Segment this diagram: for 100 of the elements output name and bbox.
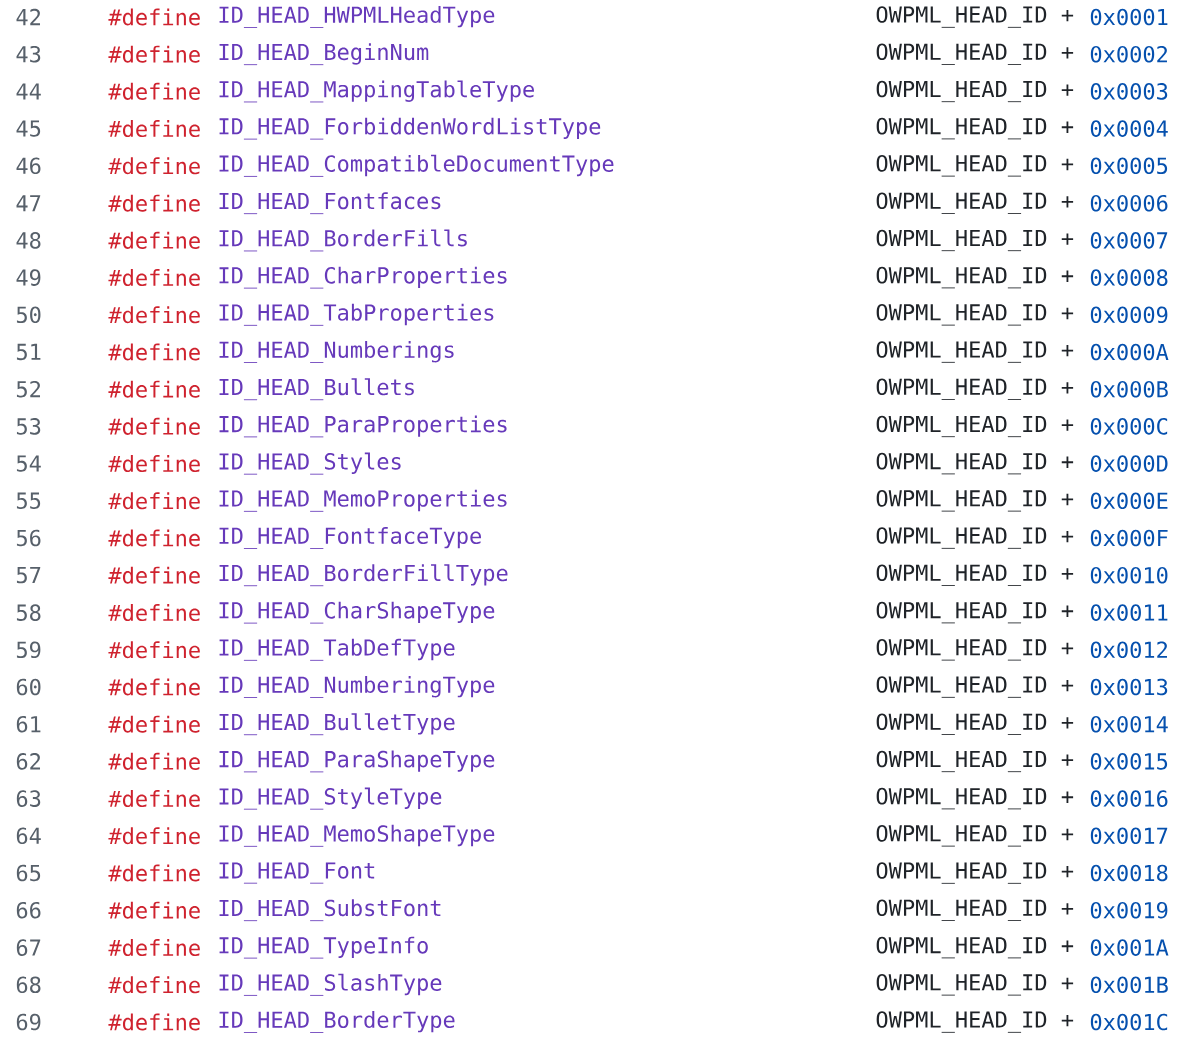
macro-name: ID_HEAD_TabDefType xyxy=(219,638,455,661)
macro-name: ID_HEAD_ForbiddenWordListType xyxy=(219,117,601,140)
macro-name: ID_HEAD_SlashType xyxy=(219,973,442,996)
macro-name: ID_HEAD_TabProperties xyxy=(219,303,494,326)
expression: OWPML_HEAD_ID + xyxy=(876,378,1074,400)
keyword: #define xyxy=(108,380,200,398)
hex-value: 0x0004 xyxy=(1090,120,1168,137)
macro-name: ID_HEAD_Bullets xyxy=(219,378,414,401)
expression: OWPML_HEAD_ID + xyxy=(876,713,1074,735)
macro-name: ID_HEAD_BeginNum xyxy=(219,43,429,66)
hex-value: 0x0001 xyxy=(1090,8,1168,26)
expression: OWPML_HEAD_ID + xyxy=(876,936,1074,959)
hex-value: 0x0017 xyxy=(1090,827,1168,845)
keyword: #define xyxy=(108,604,200,622)
hex-value: 0x0016 xyxy=(1090,790,1168,807)
macro-name: ID_HEAD_StyleType xyxy=(219,787,442,810)
line-number: 57 xyxy=(16,567,41,584)
keyword: #define xyxy=(108,157,200,175)
hex-value: 0x000B xyxy=(1090,380,1168,398)
keyword: #define xyxy=(108,306,200,324)
macro-name: ID_HEAD_BorderFillType xyxy=(219,564,508,587)
line-number: 58 xyxy=(16,604,41,621)
expression: OWPML_HEAD_ID + xyxy=(876,490,1074,512)
line-number: 59 xyxy=(16,641,41,659)
expression: OWPML_HEAD_ID + xyxy=(876,862,1074,884)
keyword: #define xyxy=(108,529,200,547)
expression: OWPML_HEAD_ID + xyxy=(876,43,1074,65)
line-number: 55 xyxy=(16,492,41,509)
hex-value: 0x0006 xyxy=(1090,194,1168,212)
line-number: 53 xyxy=(16,418,41,435)
macro-name: ID_HEAD_Styles xyxy=(219,452,401,475)
line-number: 50 xyxy=(16,306,41,324)
expression: OWPML_HEAD_ID + xyxy=(876,80,1074,103)
keyword: #define xyxy=(108,641,200,659)
hex-value: 0x000C xyxy=(1090,418,1168,435)
expression: OWPML_HEAD_ID + xyxy=(876,415,1074,438)
line-number: 60 xyxy=(16,678,41,696)
hex-value: 0x0019 xyxy=(1090,901,1168,919)
expression: OWPML_HEAD_ID + xyxy=(876,341,1074,363)
keyword: #define xyxy=(108,455,200,473)
macro-name: ID_HEAD_HWPMLHeadType xyxy=(219,6,495,28)
line-number: 43 xyxy=(16,45,41,63)
macro-name: ID_HEAD_CharShapeType xyxy=(219,601,495,624)
keyword: #define xyxy=(108,194,200,212)
keyword: #define xyxy=(108,976,200,994)
expression: OWPML_HEAD_ID + xyxy=(876,229,1074,252)
expression: OWPML_HEAD_ID + xyxy=(876,639,1074,661)
macro-name: ID_HEAD_MappingTableType xyxy=(219,80,534,103)
expression: OWPML_HEAD_ID + xyxy=(876,750,1074,773)
macro-name: ID_HEAD_CompatibleDocumentType xyxy=(219,154,614,177)
macro-name: ID_HEAD_Fontfaces xyxy=(219,192,441,215)
line-number: 68 xyxy=(16,976,41,994)
line-number: 51 xyxy=(16,343,41,361)
line-number: 45 xyxy=(16,120,41,137)
expression: OWPML_HEAD_ID + xyxy=(876,787,1074,810)
macro-name: ID_HEAD_Font xyxy=(219,862,375,884)
expression: OWPML_HEAD_ID + xyxy=(876,899,1074,921)
line-number: 69 xyxy=(16,1013,41,1031)
expression: OWPML_HEAD_ID + xyxy=(876,825,1074,847)
keyword: #define xyxy=(108,827,200,845)
hex-value: 0x0012 xyxy=(1090,641,1167,659)
line-number: 65 xyxy=(16,864,41,882)
hex-value: 0x0002 xyxy=(1090,45,1167,63)
line-number: 67 xyxy=(16,939,41,956)
keyword: #define xyxy=(108,939,200,957)
expression: OWPML_HEAD_ID + xyxy=(876,117,1074,140)
line-number: 66 xyxy=(16,901,41,919)
expression: OWPML_HEAD_ID + xyxy=(876,6,1074,28)
keyword: #define xyxy=(108,343,200,361)
macro-name: ID_HEAD_BorderFills xyxy=(219,229,467,252)
keyword: #define xyxy=(108,417,200,435)
macro-name: ID_HEAD_ParaProperties xyxy=(219,415,507,438)
keyword: #define xyxy=(108,678,200,696)
macro-name: ID_HEAD_MemoShapeType xyxy=(219,824,495,847)
macro-name: ID_HEAD_Numberings xyxy=(219,341,454,363)
keyword: #define xyxy=(108,752,200,770)
hex-value: 0x0005 xyxy=(1090,157,1168,175)
expression: OWPML_HEAD_ID + xyxy=(876,564,1074,586)
hex-value: 0x0018 xyxy=(1090,864,1168,882)
line-number: 44 xyxy=(16,83,41,100)
expression: OWPML_HEAD_ID + xyxy=(876,1011,1074,1033)
keyword: #define xyxy=(108,269,200,287)
hex-value: 0x0014 xyxy=(1090,715,1168,733)
hex-value: 0x0010 xyxy=(1090,566,1168,584)
keyword: #define xyxy=(108,790,200,808)
macro-name: ID_HEAD_BulletType xyxy=(219,713,455,736)
expression: OWPML_HEAD_ID + xyxy=(876,601,1074,624)
keyword: #define xyxy=(108,45,200,63)
line-number: 56 xyxy=(16,529,41,547)
line-number: 47 xyxy=(16,195,41,212)
macro-name: ID_HEAD_NumberingType xyxy=(219,676,495,698)
expression: OWPML_HEAD_ID + xyxy=(876,452,1074,475)
macro-name: ID_HEAD_TypeInfo xyxy=(219,936,428,959)
line-number: 62 xyxy=(16,753,40,770)
hex-value: 0x0015 xyxy=(1090,753,1168,770)
expression: OWPML_HEAD_ID + xyxy=(876,527,1074,549)
keyword: #define xyxy=(108,231,200,249)
expression: OWPML_HEAD_ID + xyxy=(876,304,1074,326)
line-number: 48 xyxy=(16,232,41,249)
macro-name: ID_HEAD_CharProperties xyxy=(219,266,507,289)
